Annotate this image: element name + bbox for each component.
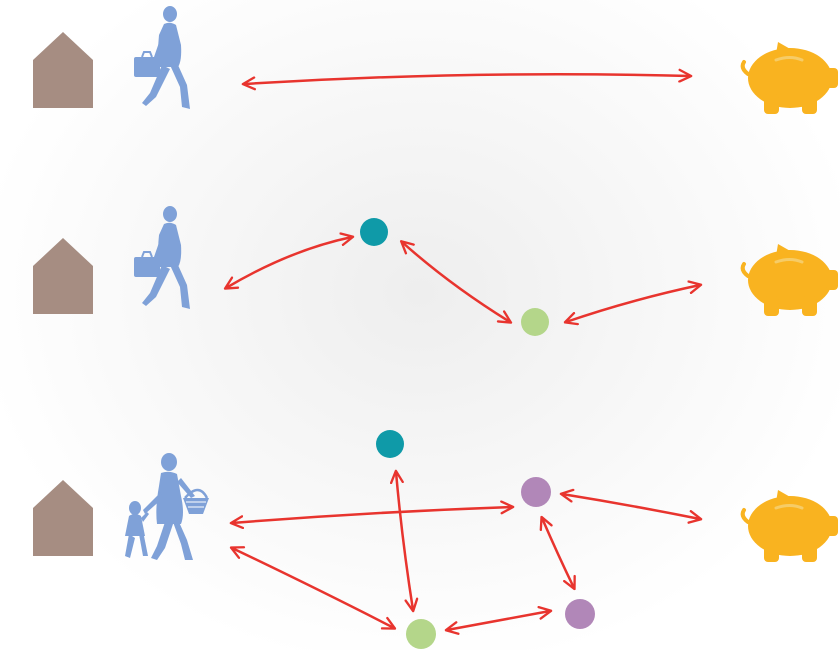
house-icon (33, 480, 93, 556)
parent-with-child-icon (123, 452, 211, 562)
arrow-person-to-green (229, 546, 397, 630)
green-stop-dot (521, 308, 549, 336)
walking-person-icon (133, 205, 191, 310)
arrow-purple-to-purple (539, 515, 576, 591)
walking-person-icon (133, 5, 191, 110)
arrow-green-to-purple (444, 605, 553, 635)
arrow-teal-to-green (399, 240, 513, 324)
teal-stop-dot (360, 218, 388, 246)
piggy-bank-icon (740, 242, 838, 318)
arrow-person-to-purple (229, 500, 515, 530)
house-icon (33, 238, 93, 314)
teal-stop-dot (376, 430, 404, 458)
arrow-teal-to-green (389, 469, 419, 613)
arrow-person-to-teal (223, 232, 355, 290)
house-icon (33, 32, 93, 108)
purple-stop-dot (521, 477, 551, 507)
piggy-bank-icon (740, 488, 838, 564)
arrow-purple-to-piggy (559, 488, 703, 524)
arrow-person-to-piggy (241, 68, 693, 91)
piggy-bank-icon (740, 40, 838, 116)
arrow-green-to-piggy (563, 280, 703, 326)
purple-stop-dot (565, 599, 595, 629)
green-stop-dot (406, 619, 436, 649)
